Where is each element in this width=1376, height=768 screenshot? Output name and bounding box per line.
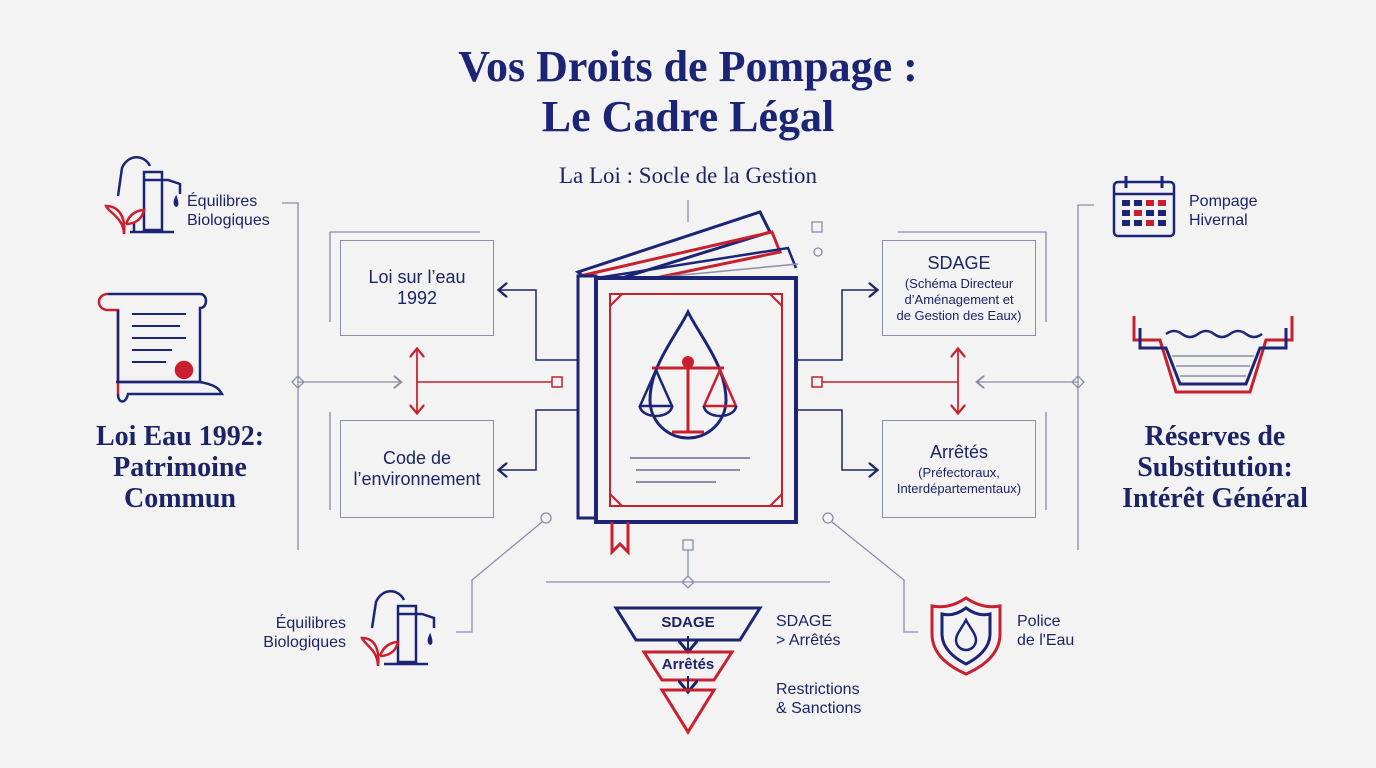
bottom-right-label-line-2: de l'Eau <box>1017 632 1075 649</box>
scroll-document-icon <box>97 292 225 403</box>
subtitle: La Loi : Socle de la Gestion <box>558 163 818 188</box>
calendar-icon <box>1112 176 1176 238</box>
box-code-env: Code de l’environnement <box>340 420 494 518</box>
left-connectors <box>500 290 582 470</box>
box-arretes-sub-line-2: Interdépartementaux) <box>896 480 1022 496</box>
box-code-env-line-1: Code de <box>382 448 452 468</box>
box-arretes-title: Arrêtés <box>929 441 989 462</box>
top-left-label: Équilibres Biologiques <box>187 192 270 230</box>
box-loi-eau-line-2: 1992 <box>396 288 438 308</box>
title-line-1: Vos Droits de Pompage : <box>458 42 918 91</box>
box-sdage-sub-line-1: (Schéma Directeur <box>904 275 1014 291</box>
top-left-label-line-1: Équilibres <box>187 193 258 210</box>
page-title: Vos Droits de Pompage : Le Cadre Légal <box>0 42 1376 142</box>
right-bracket-lines <box>978 204 1094 550</box>
box-loi-eau: Loi sur l’eau 1992 <box>340 240 494 336</box>
left-heading-line-3: Commun <box>123 483 236 514</box>
bottom-left-label: Équilibres Biologiques <box>240 614 346 652</box>
box-loi-eau-line-1: Loi sur l’eau <box>368 267 466 287</box>
right-heading-line-3: Intérêt Général <box>1122 483 1308 514</box>
top-right-label-line-2: Hivernal <box>1189 212 1248 229</box>
shield-icon <box>930 596 1002 676</box>
box-sdage: SDAGE (Schéma Directeur d’Aménagement et… <box>882 240 1036 336</box>
hierarchy-funnel-icon <box>613 606 763 735</box>
law-book-icon <box>574 210 799 556</box>
funnel-side-label-top-line-2: > Arrêtés <box>776 632 841 649</box>
right-heading: Réserves de Substitution: Intérêt Généra… <box>1090 421 1340 514</box>
right-heading-line-1: Réserves de <box>1144 421 1286 452</box>
funnel-side-label-top-line-1: SDAGE <box>776 613 833 630</box>
box-sdage-sub-line-2: d’Aménagement et <box>904 291 1014 307</box>
left-bracket-lines <box>282 202 400 550</box>
bottom-left-label-line-2: Biologiques <box>263 634 346 651</box>
top-right-label-line-1: Pompage <box>1189 193 1258 210</box>
box-code-env-line-2: l’environnement <box>353 469 481 489</box>
left-heading-line-1: Loi Eau 1992: <box>95 421 265 452</box>
funnel-top-label: SDAGE <box>661 614 715 631</box>
top-decor <box>687 200 823 257</box>
left-heading: Loi Eau 1992: Patrimoine Commun <box>60 421 300 514</box>
box-sdage-title: SDAGE <box>927 252 991 273</box>
top-right-label: Pompage Hivernal <box>1189 192 1258 230</box>
box-sdage-sub-line-3: de Gestion des Eaux) <box>896 307 1022 323</box>
funnel-side-label-bottom: Restrictions & Sanctions <box>776 680 861 718</box>
bottom-right-label-line-1: Police <box>1017 613 1061 630</box>
bottom-right-label: Police de l'Eau <box>1017 612 1074 650</box>
water-pump-icon <box>104 156 182 235</box>
bottom-connectors <box>456 512 918 633</box>
water-pump-icon-bottom <box>360 590 436 667</box>
right-heading-line-2: Substitution: <box>1137 452 1293 483</box>
box-arretes-sub-line-1: (Préfectoraux, <box>918 464 1000 480</box>
reservoir-basin-icon <box>1132 316 1294 394</box>
title-line-2: Le Cadre Légal <box>541 92 835 141</box>
funnel-side-label-bottom-line-1: Restrictions <box>776 681 860 698</box>
left-heading-line-2: Patrimoine <box>113 452 247 483</box>
red-connectors <box>417 350 958 412</box>
bottom-left-label-line-1: Équilibres <box>275 615 346 632</box>
box-decor <box>329 231 1047 510</box>
funnel-side-label-top: SDAGE > Arrêtés <box>776 612 840 650</box>
top-left-label-line-2: Biologiques <box>187 212 270 229</box>
right-connectors <box>796 290 876 470</box>
funnel-mid-label: Arrêtés <box>661 656 715 673</box>
box-arretes: Arrêtés (Préfectoraux, Interdépartementa… <box>882 420 1036 518</box>
funnel-side-label-bottom-line-2: & Sanctions <box>776 700 862 717</box>
